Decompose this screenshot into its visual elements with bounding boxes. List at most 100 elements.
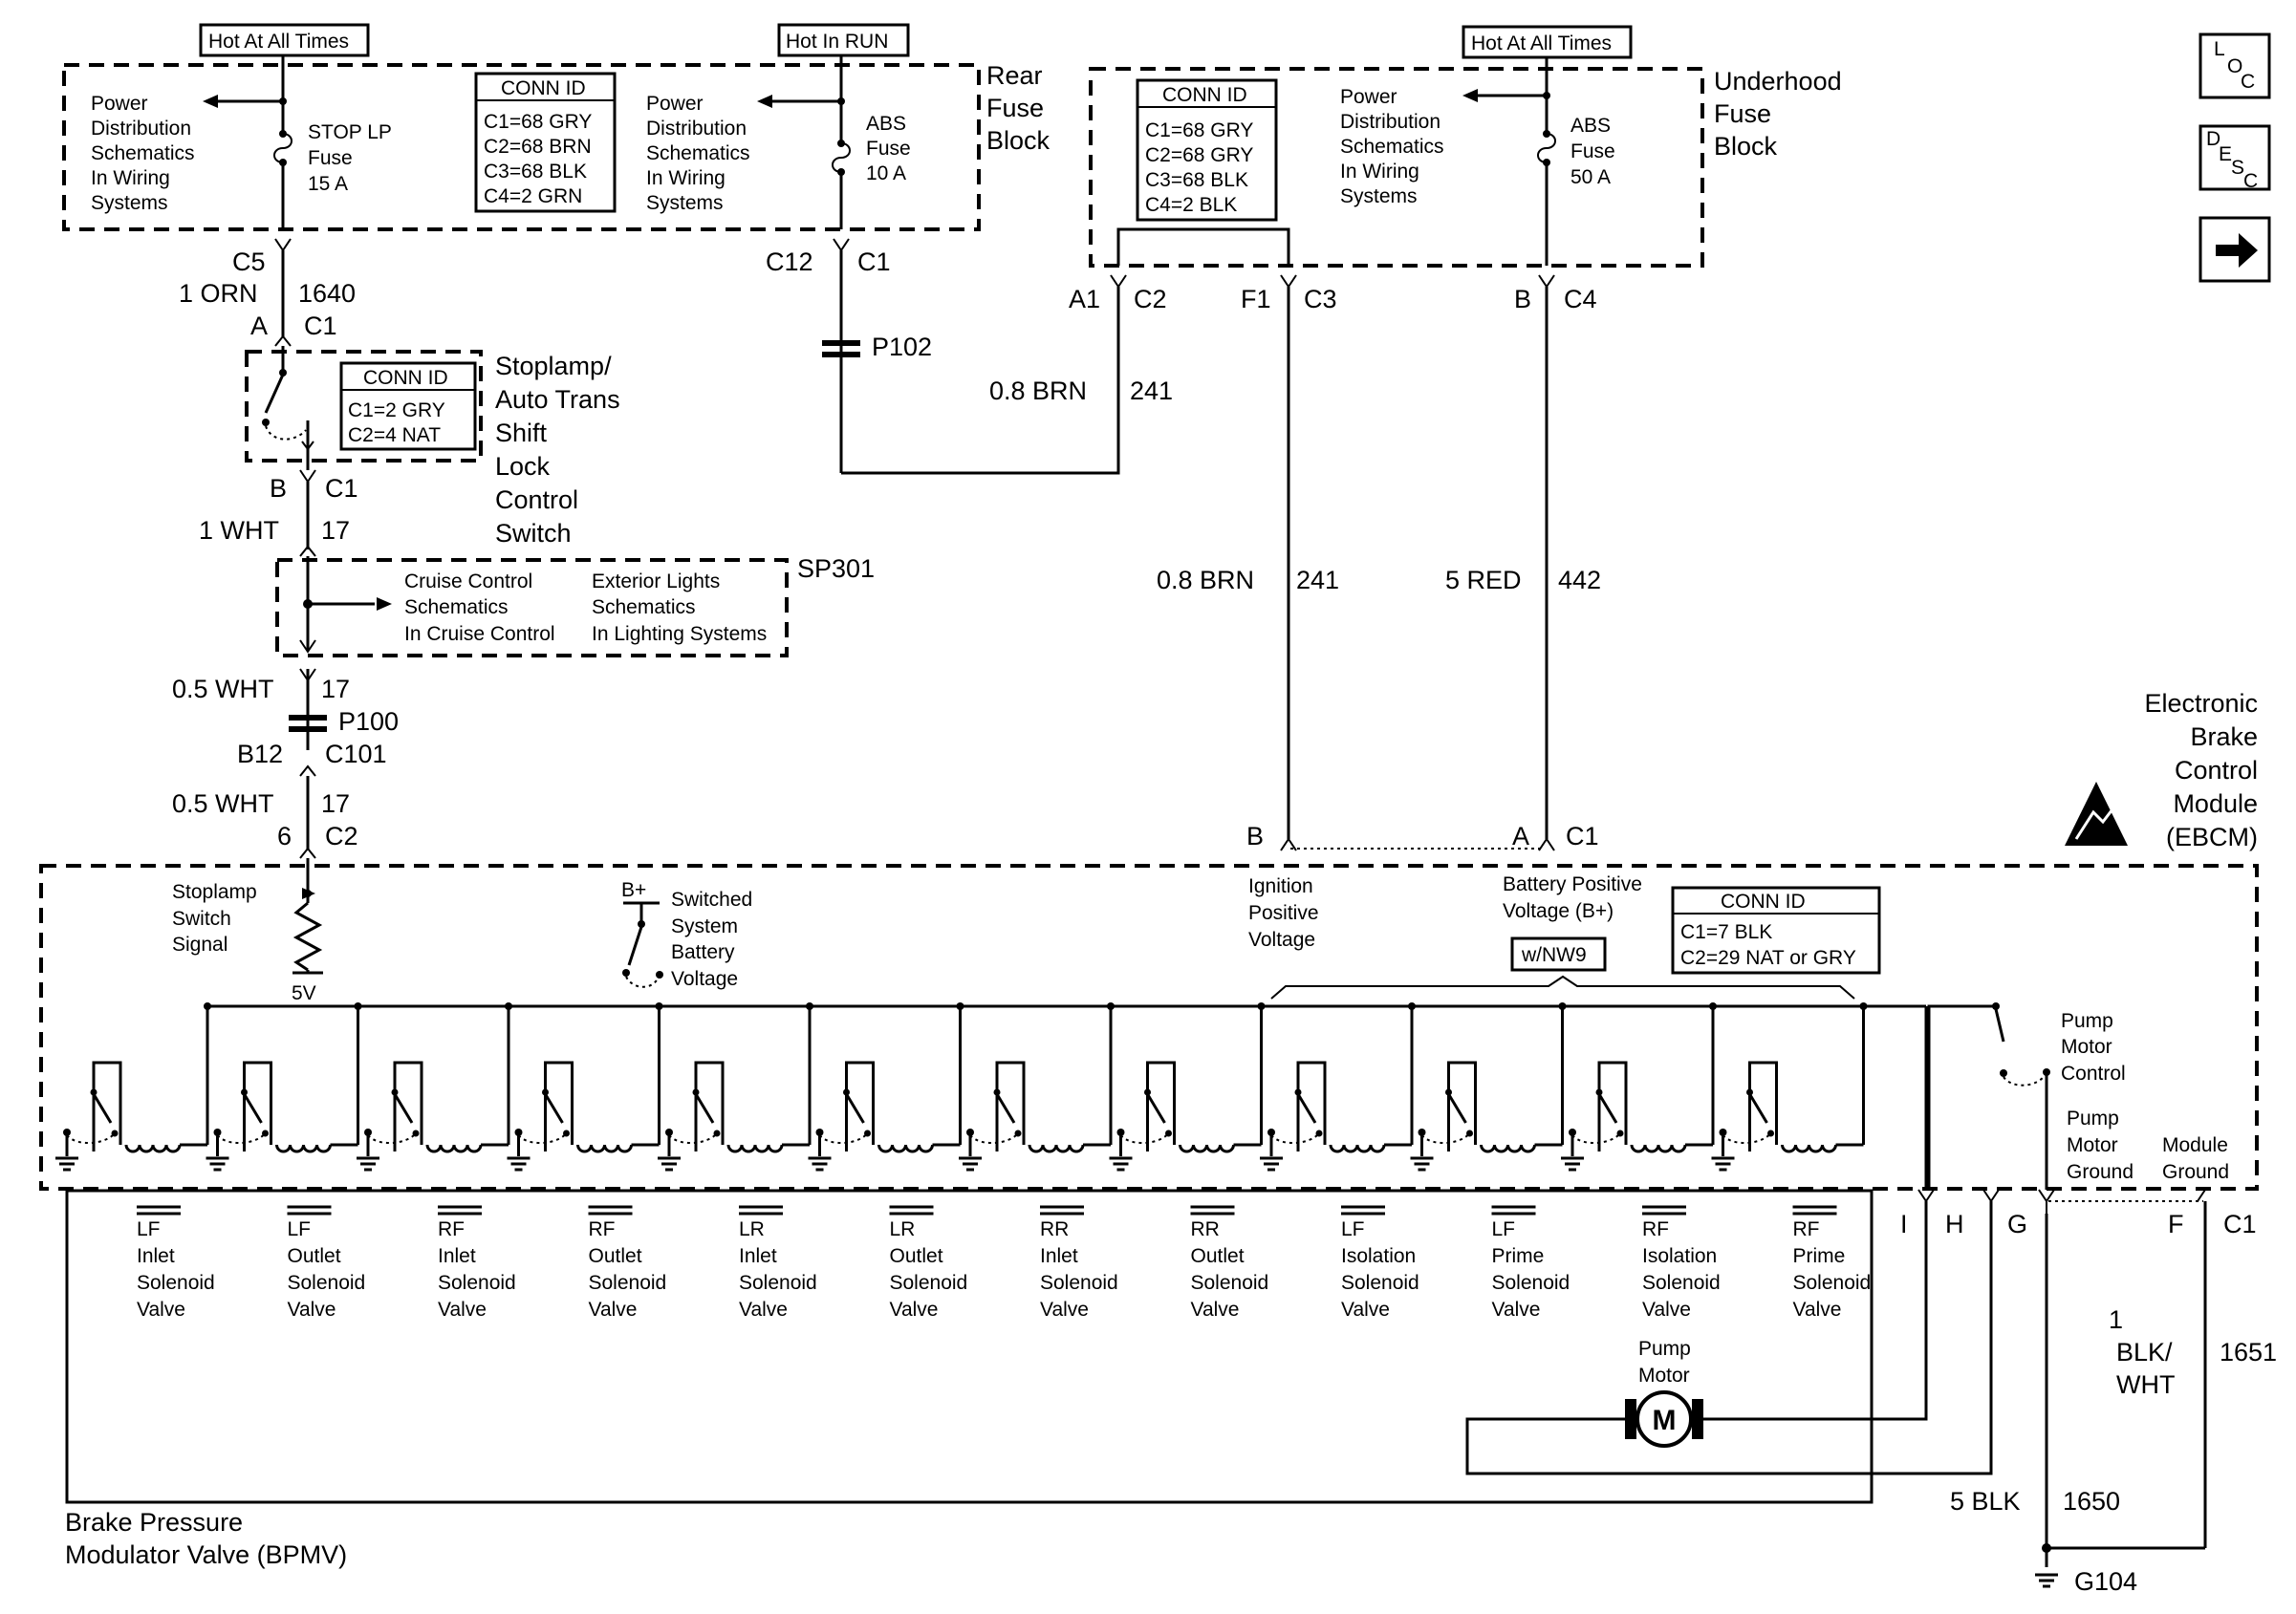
p100-label: P100 (338, 707, 399, 736)
svg-text:Outlet: Outlet (589, 1245, 642, 1267)
hot-at-all-times-label-2: Hot At All Times (1471, 32, 1612, 54)
svg-text:LF: LF (288, 1218, 312, 1240)
conn-switch-c2: C2=4 NAT (348, 424, 441, 446)
svg-text:Fuse: Fuse (308, 147, 353, 169)
svg-text:RF: RF (438, 1218, 465, 1240)
abs-fuse-10a-label: ABS Fuse 10 A (866, 113, 911, 184)
svg-text:Fuse: Fuse (866, 138, 911, 160)
conn-id-underhood-box (1136, 78, 1278, 222)
wire-241-b: 241 (1296, 566, 1339, 594)
svg-text:Solenoid: Solenoid (1793, 1272, 1872, 1294)
svg-text:Pump: Pump (2061, 1010, 2113, 1032)
svg-text:C: C (2243, 170, 2258, 192)
svg-text:STOP LP: STOP LP (308, 121, 392, 143)
loc-button[interactable]: L O C (2199, 32, 2271, 99)
conn-c1-switch: C1 (304, 312, 337, 340)
svg-text:Solenoid: Solenoid (1040, 1272, 1118, 1294)
svg-text:RR: RR (1040, 1218, 1069, 1240)
module-ground-label: Module Ground (2162, 1134, 2229, 1183)
svg-text:Isolation: Isolation (1642, 1245, 1717, 1267)
conn-c1-switch-2: C1 (325, 474, 358, 503)
conn-rear-c4: C4=2 GRN (484, 185, 582, 207)
svg-text:Module: Module (2173, 789, 2258, 818)
svg-text:Voltage (B+): Voltage (B+) (1503, 900, 1614, 922)
svg-text:50 A: 50 A (1570, 166, 1611, 188)
ground-icon (355, 1156, 381, 1172)
solenoid-driver-9 (1258, 1002, 1416, 1172)
underhood-fuse-block-outline (1089, 67, 1704, 268)
conn-rear-c1: C1=68 GRY (484, 111, 592, 133)
bpmv-label: Brake Pressure Modulator Valve (BPMV) (65, 1508, 347, 1569)
svg-text:Valve: Valve (589, 1299, 638, 1321)
bpmv-outline (65, 1189, 1874, 1504)
svg-text:Solenoid: Solenoid (1642, 1272, 1721, 1294)
conn-uh-c4: C4=2 BLK (1145, 194, 1237, 216)
ground-icon (205, 1156, 230, 1172)
ground-icon (54, 1156, 80, 1172)
svg-text:Valve: Valve (739, 1299, 788, 1321)
wire-1640: 1640 (298, 279, 356, 308)
wire-17-c: 17 (321, 789, 350, 818)
svg-text:Signal: Signal (172, 934, 227, 956)
svg-text:Outlet: Outlet (890, 1245, 943, 1267)
ground-g104-icon (2033, 1573, 2060, 1588)
solenoid-driver-8 (1108, 1002, 1266, 1172)
desc-button[interactable]: D E S C (2199, 124, 2271, 192)
svg-text:Solenoid: Solenoid (137, 1272, 215, 1294)
svg-text:CONN ID: CONN ID (1721, 891, 1806, 913)
svg-text:D: D (2206, 128, 2220, 150)
svg-text:Distribution: Distribution (1340, 111, 1440, 133)
conn-c1-ebcm: C1 (1566, 822, 1599, 850)
wire-1: 1 (2109, 1305, 2123, 1334)
solenoid-driver-1 (54, 1002, 211, 1172)
svg-text:Cruise Control: Cruise Control (404, 570, 532, 592)
solenoid-driver-12 (1710, 1002, 1868, 1172)
arrow-right-icon (2216, 233, 2258, 268)
wire-1-wht: 1 WHT (199, 516, 279, 545)
svg-text:Valve: Valve (137, 1299, 185, 1321)
conn-b-ebcm: B (1246, 822, 1264, 850)
wire-5-red: 5 RED (1445, 566, 1522, 594)
next-button[interactable] (2199, 216, 2271, 283)
svg-text:Inlet: Inlet (137, 1245, 175, 1267)
svg-text:CONN ID: CONN ID (1162, 84, 1247, 106)
svg-text:Control: Control (495, 485, 578, 514)
pump-motor-control-switch (1994, 1008, 2005, 1043)
stoplamp-switch-signal-label: Stoplamp Switch Signal (172, 881, 257, 956)
svg-text:Ground: Ground (2162, 1161, 2229, 1183)
svg-text:Isolation: Isolation (1341, 1245, 1416, 1267)
svg-text:Solenoid: Solenoid (890, 1272, 968, 1294)
conn-c1-rear: C1 (857, 247, 891, 276)
svg-text:Brake: Brake (2190, 722, 2258, 751)
ground-icon (656, 1156, 682, 1172)
svg-text:Valve: Valve (1191, 1299, 1240, 1321)
svg-text:LF: LF (1341, 1218, 1365, 1240)
svg-text:Ignition: Ignition (1248, 875, 1313, 897)
svg-text:LF: LF (137, 1218, 161, 1240)
wire-1650: 1650 (2063, 1487, 2120, 1516)
svg-text:In Wiring: In Wiring (646, 167, 726, 189)
svg-text:C: C (2241, 71, 2255, 93)
conn-a1: A1 (1069, 285, 1100, 313)
conn-uh-c2: C2=68 GRY (1145, 144, 1253, 166)
svg-text:10 A: 10 A (866, 162, 906, 184)
svg-text:Solenoid: Solenoid (1341, 1272, 1419, 1294)
ground-icon (1409, 1156, 1435, 1172)
svg-text:Motor: Motor (2067, 1134, 2118, 1156)
svg-text:Control: Control (2175, 756, 2258, 785)
stoplamp-switch-outline (245, 350, 483, 463)
svg-text:Valve: Valve (1341, 1299, 1390, 1321)
svg-text:ABS: ABS (866, 113, 906, 135)
stoplamp-switch-contact (264, 374, 285, 414)
svg-text:Schematics: Schematics (592, 596, 696, 618)
conn-ebcm-c2: C2=29 NAT or GRY (1680, 947, 1856, 969)
svg-text:15 A: 15 A (308, 173, 348, 195)
conn-uh-c1: C1=68 GRY (1145, 119, 1253, 141)
g104-label: G104 (2074, 1567, 2137, 1596)
